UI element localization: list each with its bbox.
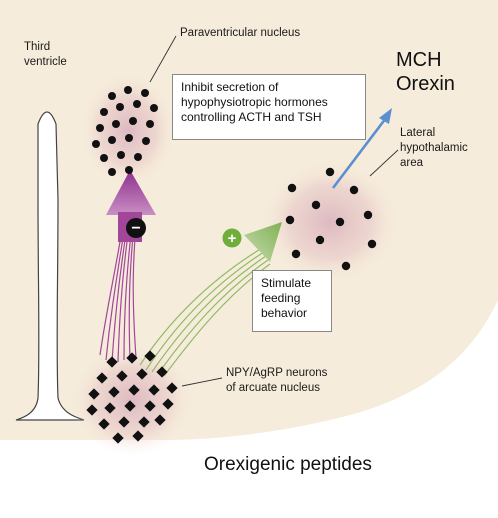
minus-sign-label: − bbox=[131, 220, 140, 237]
third-ventricle-line-2: ventricle bbox=[24, 56, 67, 68]
inhibit-box: Inhibit secretion of hypophysiotropic ho… bbox=[172, 74, 366, 140]
lateral-pointer bbox=[369, 149, 399, 177]
paraventricular-pointer bbox=[149, 35, 177, 83]
lateral-neurons bbox=[285, 167, 377, 271]
peptide-arrow-line bbox=[331, 117, 388, 189]
lateral-glow bbox=[260, 160, 400, 284]
stimulate-line-1: Stimulate bbox=[261, 276, 312, 290]
inhibition-sign: − bbox=[126, 218, 146, 238]
excitatory-arrowhead bbox=[244, 222, 282, 262]
stimulate-box: Stimulate feeding behavior bbox=[252, 270, 332, 332]
npy-label: NPY/AgRP neurons of arcuate nucleus bbox=[226, 366, 327, 396]
inhibition-sign-circle bbox=[126, 218, 146, 238]
npy-line-1: NPY/AgRP neurons bbox=[226, 367, 328, 379]
lateral-line-1: Lateral bbox=[400, 127, 436, 139]
inhibit-line-3: controlling ACTH and TSH bbox=[181, 110, 322, 124]
peptide-orexin: Orexin bbox=[396, 73, 455, 95]
plus-sign-label: + bbox=[228, 230, 237, 247]
peptide-arrowhead bbox=[379, 108, 392, 124]
npy-line-2: of arcuate nucleus bbox=[226, 382, 320, 394]
third-ventricle-label: Third ventricle bbox=[24, 40, 67, 70]
peptide-list: MCH Orexin bbox=[396, 48, 455, 96]
inhibitory-arrowhead bbox=[106, 170, 156, 215]
stimulate-line-3: behavior bbox=[261, 306, 308, 320]
third-ventricle bbox=[15, 111, 85, 421]
inhibit-line-1: Inhibit secretion of bbox=[181, 80, 279, 94]
lateral-line-2: hypothalamic bbox=[400, 142, 468, 154]
inhibit-line-2: hypophysiotropic hormones bbox=[181, 95, 328, 109]
paraventricular-neurons bbox=[92, 86, 158, 176]
npy-pointer bbox=[181, 377, 223, 387]
paraventricular-label: Paraventricular nucleus bbox=[180, 27, 301, 39]
excitation-sign: + bbox=[222, 228, 242, 248]
lateral-line-3: area bbox=[400, 157, 424, 169]
third-ventricle-line-1: Third bbox=[24, 41, 51, 53]
stimulate-line-2: feeding bbox=[261, 291, 301, 305]
excitation-sign-circle bbox=[222, 228, 242, 248]
diagram-caption: Orexigenic peptides bbox=[204, 454, 372, 475]
lateral-label: Lateral hypothalamic area bbox=[400, 126, 468, 171]
peptide-mch: MCH bbox=[396, 49, 442, 71]
